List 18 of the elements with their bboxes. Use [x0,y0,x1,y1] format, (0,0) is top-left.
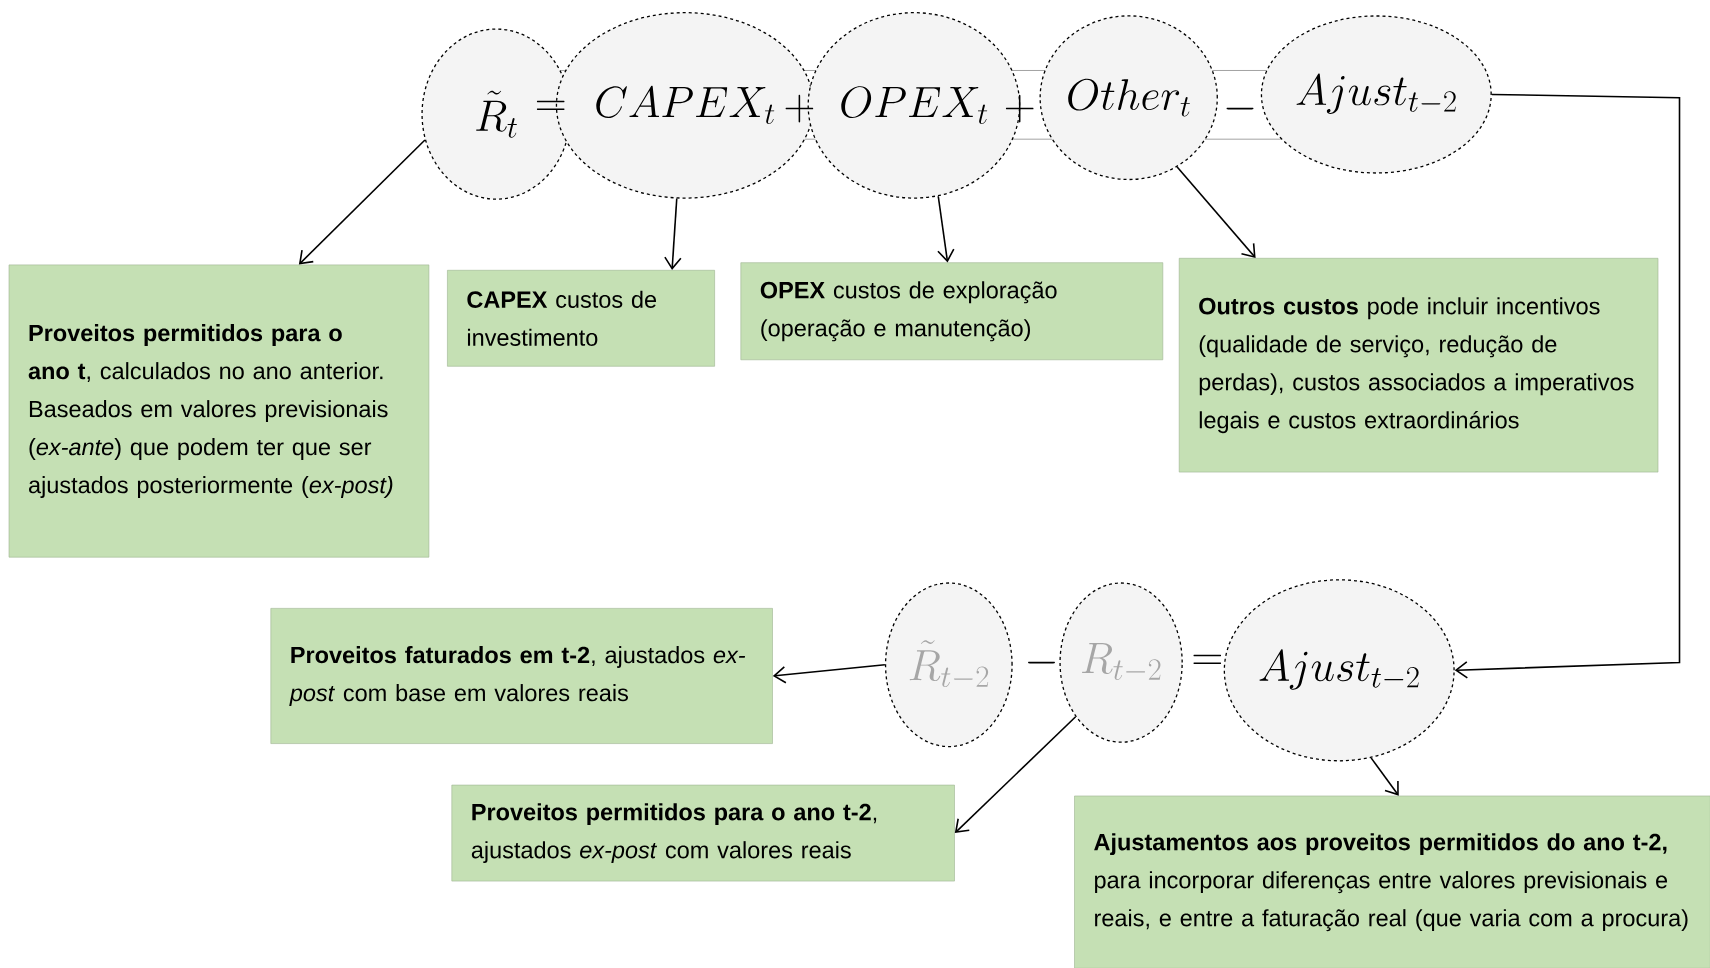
text-box: Proveitos permitidos para o ano t-2, ajustados ex-post com valores reais [451,784,955,882]
text-box: Outros custos pode incluir incentivos (qualidade de serviço, redução de perdas), custos associados a imperativos legais e custos extraordinários [1178,258,1659,473]
math-operator: $=$ [1193,654,1222,665]
arrow [298,139,426,265]
text-box: CAPEX custos de investimento [447,269,715,367]
text-box: Ajustamentos aos proveitos permitidos do ano t-2, para incorporar diferenças entre valores previsionais e reais, e entre a faturação real (que varia com a procura) [1074,795,1710,968]
arrow [954,716,1077,834]
math-operator: $-$ [1226,107,1254,110]
arrow [1370,757,1399,796]
arrow [937,195,955,263]
math-operator: $-$ [1028,661,1055,664]
arrow [664,197,682,270]
text-box: Proveitos faturados em t-2, ajustados ex-post com base em valores reais [270,608,773,744]
text-box: Proveitos permitidos para o ano t, calculados no ano anterior. Baseados em valores previsionais (ex-ante) que podem ter que ser ajustados posteriormente (ex-post) [8,264,430,558]
text-box: OPEX custos de exploração (operação e manutenção) [740,262,1164,361]
arrow [772,664,886,684]
arrow [1176,166,1256,258]
arrow [1454,93,1681,679]
